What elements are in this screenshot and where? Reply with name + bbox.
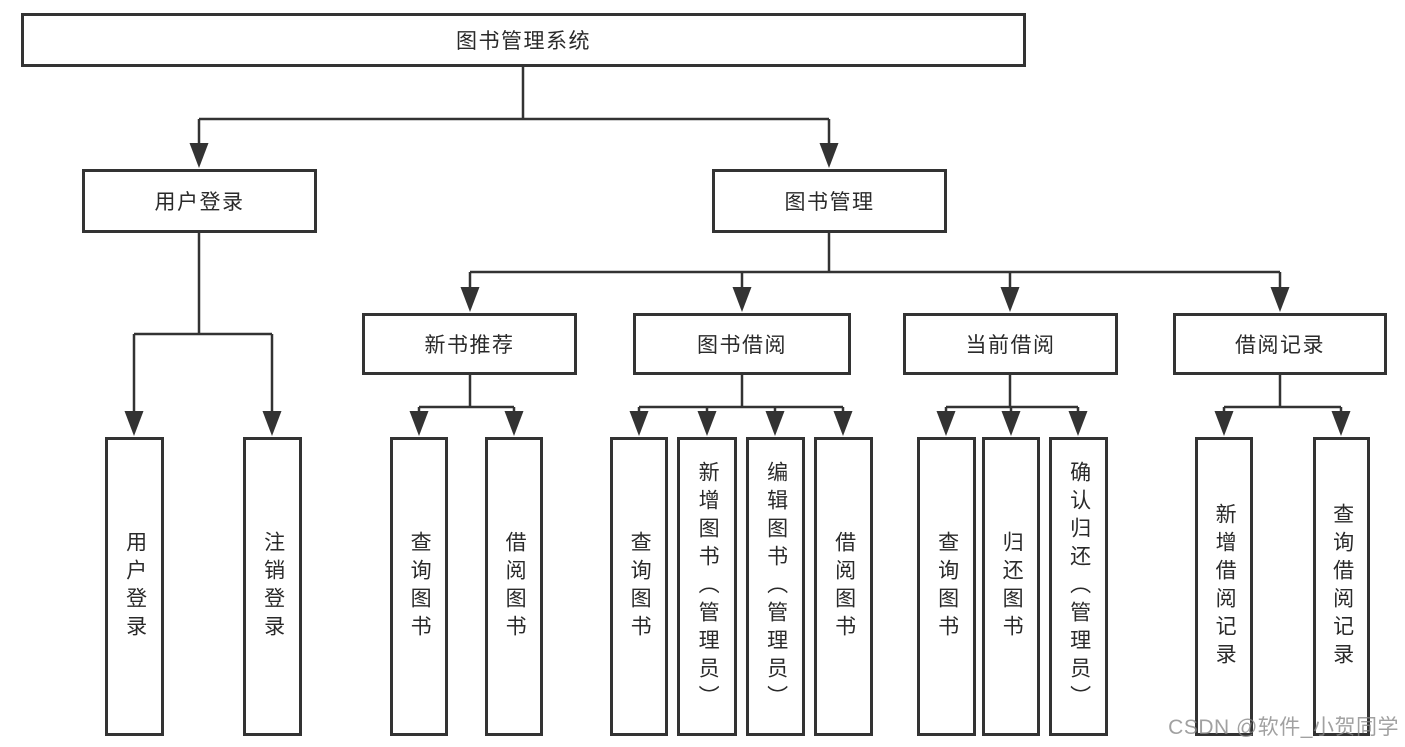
leaf-logout: 注销登录 (243, 437, 302, 736)
leaf-label: 借阅图书 (503, 530, 527, 643)
leaf-query-borrow-record: 查询借阅记录 (1313, 437, 1370, 736)
leaf-label: 查询借阅记录 (1330, 502, 1354, 671)
arrow-down-icon (629, 411, 649, 436)
arrow-down-icon (409, 411, 429, 436)
arrow-down-icon (833, 411, 853, 436)
arrow-down-icon (765, 411, 785, 436)
arrow-down-icon (1331, 411, 1351, 436)
leaf-label: 用户登录 (123, 530, 147, 643)
node-root: 图书管理系统 (21, 13, 1026, 67)
arrow-down-icon (1270, 287, 1290, 312)
leaf-add-books-admin: 新增图书（管理员） (677, 437, 737, 736)
connector-lines (132, 67, 1343, 412)
leaf-borrow-books-recommend: 借阅图书 (485, 437, 543, 736)
leaf-label: 查询图书 (408, 530, 432, 643)
node-book-borrow: 图书借阅 (633, 313, 851, 375)
leaf-confirm-return-admin: 确认归还（管理员） (1049, 437, 1108, 736)
arrow-down-icon (1068, 411, 1088, 436)
leaf-query-books-current: 查询图书 (917, 437, 976, 736)
arrow-down-icon (262, 411, 282, 436)
leaf-label: 新增图书（管理员） (696, 460, 720, 713)
arrow-down-icon (936, 411, 956, 436)
leaf-label: 查询图书 (935, 530, 959, 643)
leaf-query-books-recommend: 查询图书 (390, 437, 448, 736)
arrow-down-icon (124, 411, 144, 436)
leaf-label: 新增借阅记录 (1213, 502, 1237, 671)
arrow-down-icon (1000, 287, 1020, 312)
leaf-query-books-borrow: 查询图书 (610, 437, 668, 736)
leaf-label: 归还图书 (1000, 530, 1024, 643)
leaf-edit-books-admin: 编辑图书（管理员） (746, 437, 805, 736)
arrow-down-icon (1214, 411, 1234, 436)
leaf-label: 注销登录 (261, 530, 285, 643)
arrow-down-icon (189, 143, 209, 168)
node-new-book-recommend: 新书推荐 (362, 313, 577, 375)
node-user-login: 用户登录 (82, 169, 317, 233)
leaf-label: 查询图书 (628, 530, 652, 643)
leaf-add-borrow-record: 新增借阅记录 (1195, 437, 1253, 736)
arrow-down-icon (1001, 411, 1021, 436)
leaf-label: 借阅图书 (832, 530, 856, 643)
leaf-user-login: 用户登录 (105, 437, 164, 736)
leaf-return-books: 归还图书 (982, 437, 1040, 736)
node-borrow-records: 借阅记录 (1173, 313, 1387, 375)
leaf-label: 确认归还（管理员） (1067, 460, 1091, 713)
node-current-borrow: 当前借阅 (903, 313, 1118, 375)
leaf-label: 编辑图书（管理员） (764, 460, 788, 713)
arrow-down-icon (819, 143, 839, 168)
arrowheads (124, 143, 1351, 436)
node-book-management: 图书管理 (712, 169, 947, 233)
csdn-watermark: CSDN @软件_小贺同学 (1168, 716, 1399, 739)
arrow-down-icon (504, 411, 524, 436)
arrow-down-icon (460, 287, 480, 312)
leaf-borrow-books: 借阅图书 (814, 437, 873, 736)
arrow-down-icon (697, 411, 717, 436)
arrow-down-icon (732, 287, 752, 312)
